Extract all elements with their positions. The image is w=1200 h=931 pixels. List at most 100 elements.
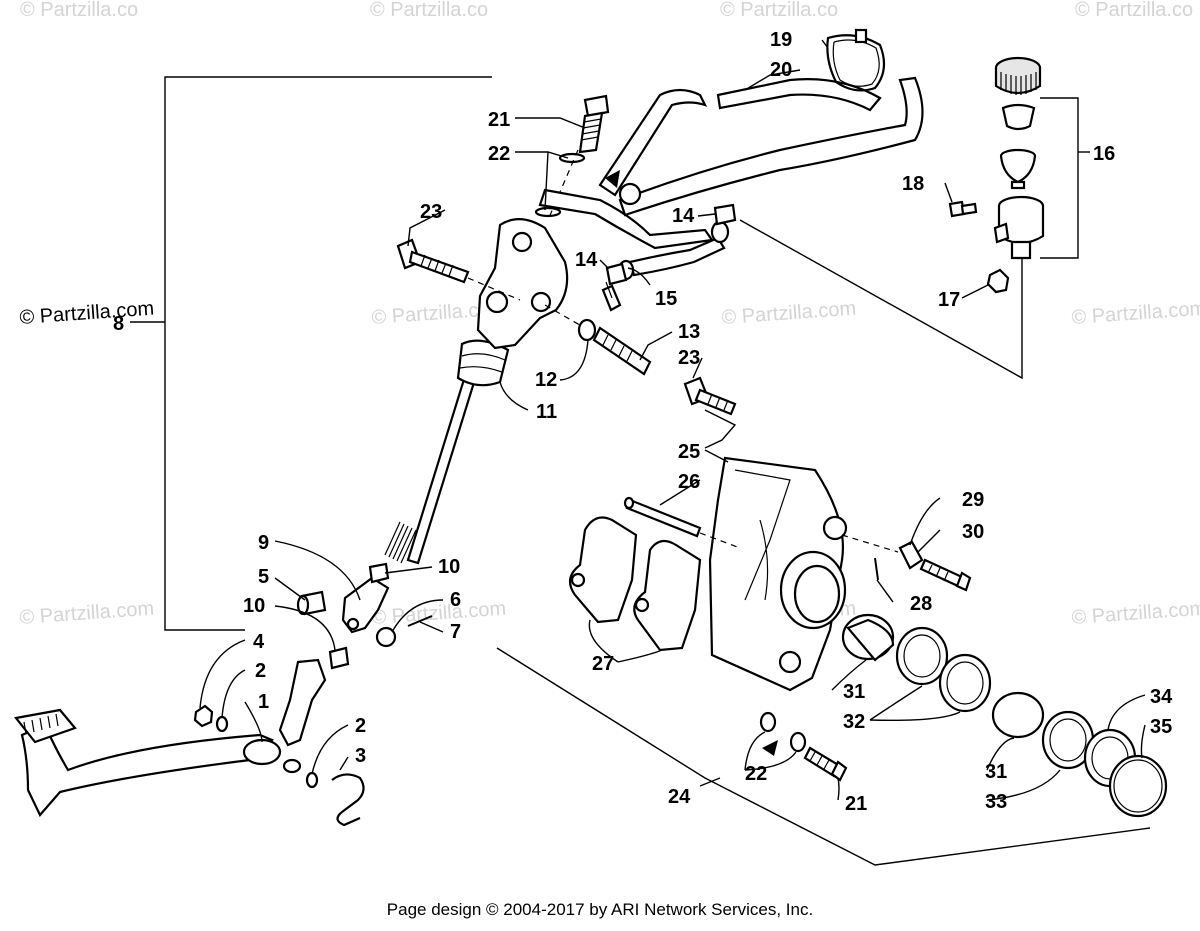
callout-9: 9 xyxy=(258,532,269,554)
callout-18: 18 xyxy=(902,173,924,195)
watermark: © Partzilla.co xyxy=(1075,0,1193,21)
mount-hole xyxy=(485,290,509,314)
banjo-bolt-21-upper xyxy=(534,94,610,221)
boot-ribs xyxy=(459,353,506,373)
nut-17 xyxy=(986,268,1010,294)
callout-24: 24 xyxy=(668,786,691,808)
bolt-23-lower xyxy=(683,376,737,416)
callout-14: 14 xyxy=(672,205,695,227)
callout-15: 15 xyxy=(655,288,677,310)
callout-33: 33 xyxy=(985,791,1007,813)
callout-32: 32 xyxy=(843,711,865,733)
callout-1: 1 xyxy=(258,691,269,713)
washer-2 xyxy=(305,771,319,789)
pin-28 xyxy=(874,557,879,581)
pushrod xyxy=(406,358,482,565)
arrow-marker xyxy=(762,740,778,756)
watermark: © Partzilla.com xyxy=(19,598,155,629)
hose-20 xyxy=(598,76,924,217)
callout-19: 19 xyxy=(770,29,792,51)
float xyxy=(999,155,1037,184)
watermark: © Partzilla.com xyxy=(371,598,507,629)
callout-2: 2 xyxy=(255,660,266,682)
bleeder-29-30 xyxy=(841,534,972,592)
callout-23: 23 xyxy=(678,347,700,369)
arrow-marker xyxy=(605,170,620,188)
pedal-pad xyxy=(13,708,77,744)
callout-13: 13 xyxy=(678,321,700,343)
callout-8: 8 xyxy=(113,313,124,335)
pin-5 xyxy=(296,590,327,616)
reservoir-16 xyxy=(993,56,1045,260)
callout-12: 12 xyxy=(535,369,557,391)
leader-lines xyxy=(199,39,1146,801)
callout-28: 28 xyxy=(910,593,932,615)
mount-hole xyxy=(511,231,533,253)
watermark: © Partzilla.com xyxy=(1071,598,1200,629)
washer-22 xyxy=(558,152,586,164)
callout-7: 7 xyxy=(450,621,461,643)
cotter-pin-7 xyxy=(407,615,433,627)
callout-22: 22 xyxy=(488,143,510,165)
callout-17: 17 xyxy=(938,289,960,311)
callouts: 1 2 2 3 4 5 6 7 8 9 10 10 11 12 13 14 14… xyxy=(113,29,1173,815)
nut-4 xyxy=(193,704,214,728)
leader-24 xyxy=(699,777,721,787)
pedal-arm xyxy=(278,658,327,747)
master-cylinder-body xyxy=(476,218,569,350)
brake-pad xyxy=(568,516,638,624)
screw-18 xyxy=(948,200,978,218)
bolt-23-upper xyxy=(396,238,521,301)
nut-10 xyxy=(328,646,350,670)
page-footer: Page design © 2004-2017 by ARI Network S… xyxy=(386,900,814,919)
hose-banjo xyxy=(618,182,642,206)
clamp-19 xyxy=(826,28,886,92)
brake-pads-27 xyxy=(568,516,702,652)
callout-34: 34 xyxy=(1150,686,1173,708)
seal-32 xyxy=(895,626,949,686)
pistons-seals xyxy=(841,613,1168,818)
callout-10: 10 xyxy=(438,556,460,578)
callout-30: 30 xyxy=(962,521,984,543)
callout-10: 10 xyxy=(243,595,265,617)
hose-end xyxy=(710,220,730,244)
callout-25: 25 xyxy=(678,441,700,463)
washer-2 xyxy=(215,715,229,733)
callout-27: 27 xyxy=(592,653,614,675)
bracket-8 xyxy=(164,76,492,631)
washer-22 xyxy=(789,731,807,753)
washer-6 xyxy=(375,626,397,648)
callout-22: 22 xyxy=(745,763,767,785)
callout-20: 20 xyxy=(770,59,792,81)
watermark: © Partzilla.com xyxy=(721,298,857,329)
callout-31: 31 xyxy=(843,681,865,703)
bracket-16 xyxy=(1040,97,1079,259)
bolt-13 xyxy=(544,304,652,376)
callout-23: 23 xyxy=(420,201,442,223)
washer-22 xyxy=(534,206,562,218)
brake-pad xyxy=(633,539,702,652)
washer-22 xyxy=(759,711,777,733)
watermark: © Partzilla.com xyxy=(19,298,155,329)
spring-3 xyxy=(331,773,365,827)
callout-11: 11 xyxy=(536,401,557,423)
bracket-24 xyxy=(496,647,1151,866)
pedal-pivot xyxy=(242,738,282,766)
callout-14: 14 xyxy=(575,249,598,271)
mount-hole xyxy=(530,291,552,313)
callout-4: 4 xyxy=(253,631,265,653)
watermark: © Partzilla.com xyxy=(1071,298,1200,329)
diaphragm xyxy=(1001,103,1036,131)
pin-26 xyxy=(623,496,741,549)
banjo-bolt-21-lower xyxy=(759,711,848,782)
callout-2: 2 xyxy=(355,715,366,737)
watermark: © Partzilla.co xyxy=(720,0,838,21)
caliper-hole xyxy=(822,515,848,541)
callout-21: 21 xyxy=(845,793,867,815)
bracket-24-top xyxy=(704,409,737,449)
caliper-25 xyxy=(708,456,848,692)
watermark: © Partzilla.co xyxy=(20,0,138,21)
ring-35 xyxy=(1108,754,1168,818)
callout-5: 5 xyxy=(258,566,269,588)
